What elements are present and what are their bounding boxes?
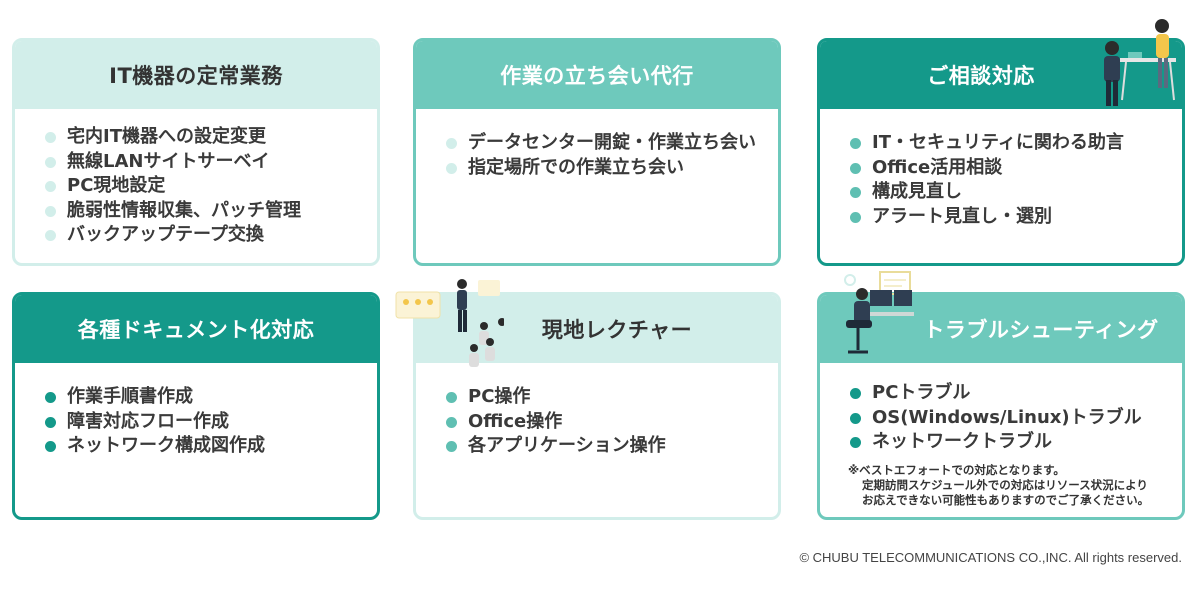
card-title: トラブルシューティング xyxy=(820,295,1182,363)
bullet-dot-icon xyxy=(45,441,56,452)
list-item: アラート見直し・選別 xyxy=(850,205,1182,230)
bullet-dot-icon xyxy=(45,392,56,403)
bullet-dot-icon xyxy=(850,138,861,149)
list-item: データセンター開錠・作業立ち会い xyxy=(446,131,778,156)
item-list: PCトラブル OS(Windows/Linux)トラブル ネットワークトラブル xyxy=(820,363,1182,455)
consultation-people-icon xyxy=(1104,19,1176,106)
bullet-dot-icon xyxy=(446,392,457,403)
list-item: PC操作 xyxy=(446,385,778,410)
list-item: 障害対応フロー作成 xyxy=(45,410,377,435)
item-list: データセンター開錠・作業立ち会い 指定場所での作業立ち会い xyxy=(416,109,778,180)
list-item: 各アプリケーション操作 xyxy=(446,434,778,459)
bullet-dot-icon xyxy=(850,187,861,198)
list-item: PC現地設定 xyxy=(45,174,377,199)
list-item: 宅内IT機器への設定変更 xyxy=(45,125,377,150)
engineer-monitor-icon xyxy=(844,271,914,354)
bullet-dot-icon xyxy=(45,205,56,217)
bullet-dot-icon xyxy=(850,412,861,424)
bullet-dot-icon xyxy=(446,441,457,452)
list-item: OS(Windows/Linux)トラブル xyxy=(850,406,1182,431)
list-item: ネットワークトラブル xyxy=(850,430,1182,455)
card-troubleshooting: トラブルシューティング PCトラブル OS(Windows/Linux)トラブル… xyxy=(817,292,1185,520)
card-it-routine: IT機器の定常業務 宅内IT機器への設定変更 無線LANサイトサーベイ PC現地… xyxy=(12,38,380,266)
list-item: 作業手順書作成 xyxy=(45,385,377,410)
list-item: 無線LANサイトサーベイ xyxy=(45,150,377,175)
item-list: 宅内IT機器への設定変更 無線LANサイトサーベイ PC現地設定 脆弱性情報収集… xyxy=(15,109,377,248)
bullet-dot-icon xyxy=(446,416,457,428)
list-item: バックアップテープ交換 xyxy=(45,223,377,248)
bullet-dot-icon xyxy=(45,156,56,168)
list-item: Office操作 xyxy=(446,410,778,435)
bullet-dot-icon xyxy=(446,138,457,149)
card-title: IT機器の定常業務 xyxy=(15,41,377,109)
list-item: PCトラブル xyxy=(850,381,1182,406)
list-item: 脆弱性情報収集、パッチ管理 xyxy=(45,199,377,224)
card-title: 各種ドキュメント化対応 xyxy=(15,295,377,363)
card-onsite-lecture: 現地レクチャー PC操作 Office操作 各アプリケーション操作 xyxy=(413,292,781,520)
bullet-dot-icon xyxy=(45,416,56,428)
bullet-dot-icon xyxy=(45,132,56,143)
bullet-dot-icon xyxy=(446,162,457,174)
copyright-text: © CHUBU TELECOMMUNICATIONS CO.,INC. All … xyxy=(799,550,1182,565)
card-title: 作業の立ち会い代行 xyxy=(416,41,778,109)
item-list: 作業手順書作成 障害対応フロー作成 ネットワーク構成図作成 xyxy=(15,363,377,459)
card-title: 現地レクチャー xyxy=(416,295,778,363)
list-item: 構成見直し xyxy=(850,180,1182,205)
bullet-dot-icon xyxy=(45,230,56,241)
bullet-dot-icon xyxy=(850,211,861,223)
card-work-attendance: 作業の立ち会い代行 データセンター開錠・作業立ち会い 指定場所での作業立ち会い xyxy=(413,38,781,266)
card-title: ご相談対応 xyxy=(820,41,1182,109)
item-list: IT・セキュリティに関わる助言 Office活用相談 構成見直し アラート見直し… xyxy=(820,109,1182,229)
lecture-presenter-icon xyxy=(395,279,504,367)
card-documentation: 各種ドキュメント化対応 作業手順書作成 障害対応フロー作成 ネットワーク構成図作… xyxy=(12,292,380,520)
list-item: 指定場所での作業立ち会い xyxy=(446,156,778,181)
list-item: Office活用相談 xyxy=(850,156,1182,181)
bullet-dot-icon xyxy=(45,181,56,192)
list-item: IT・セキュリティに関わる助言 xyxy=(850,131,1182,156)
disclaimer-note: ※ベストエフォートでの対応となります。 定期訪問スケジュール外での対応はリソース… xyxy=(848,463,1150,507)
bullet-dot-icon xyxy=(850,437,861,448)
list-item: ネットワーク構成図作成 xyxy=(45,434,377,459)
bullet-dot-icon xyxy=(850,162,861,174)
bullet-dot-icon xyxy=(850,388,861,399)
item-list: PC操作 Office操作 各アプリケーション操作 xyxy=(416,363,778,459)
